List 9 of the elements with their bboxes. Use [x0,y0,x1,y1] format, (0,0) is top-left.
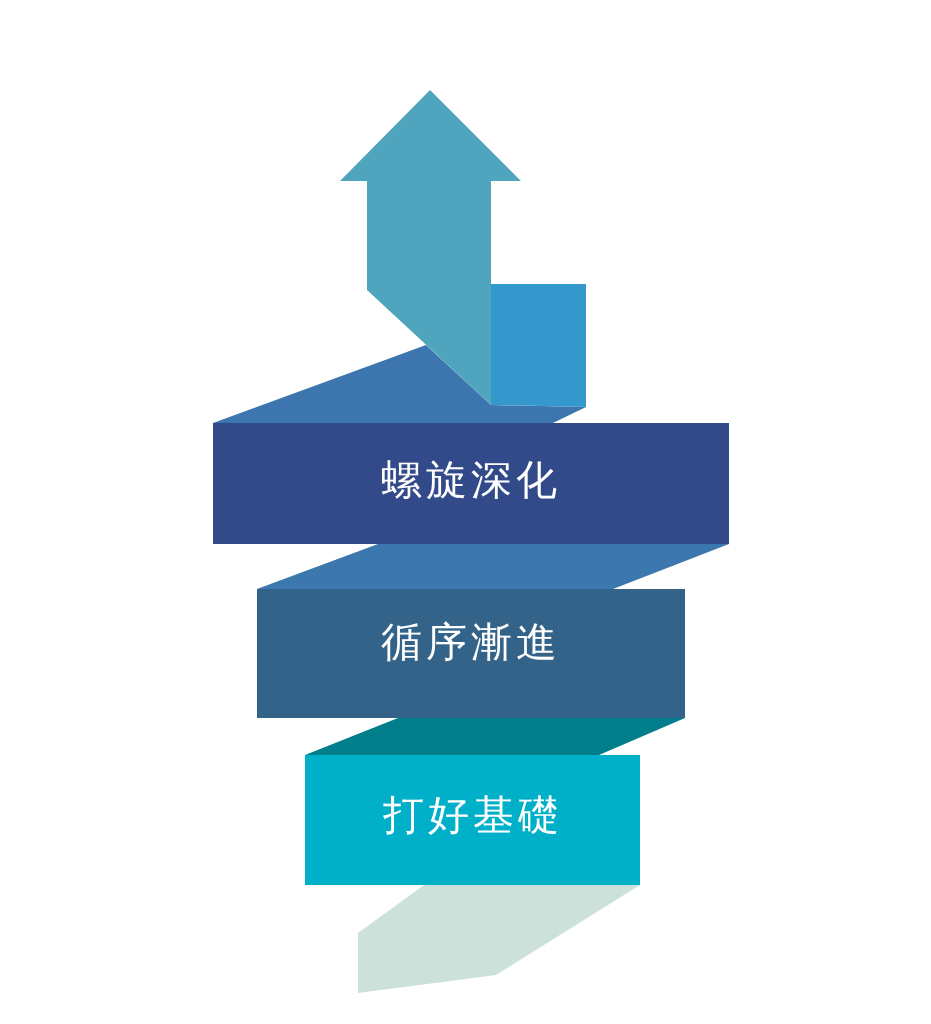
ribbon-tail [358,885,640,993]
ribbon-panel [305,755,640,885]
step-label: 打好基礎 [382,793,563,839]
ribbon-panel [213,423,729,544]
ribbon-fold [305,718,685,755]
ribbon-fold [257,544,729,589]
step-label: 循序漸進 [381,619,561,666]
ribbon-panel [257,589,685,718]
step-label: 螺旋深化 [381,457,561,504]
